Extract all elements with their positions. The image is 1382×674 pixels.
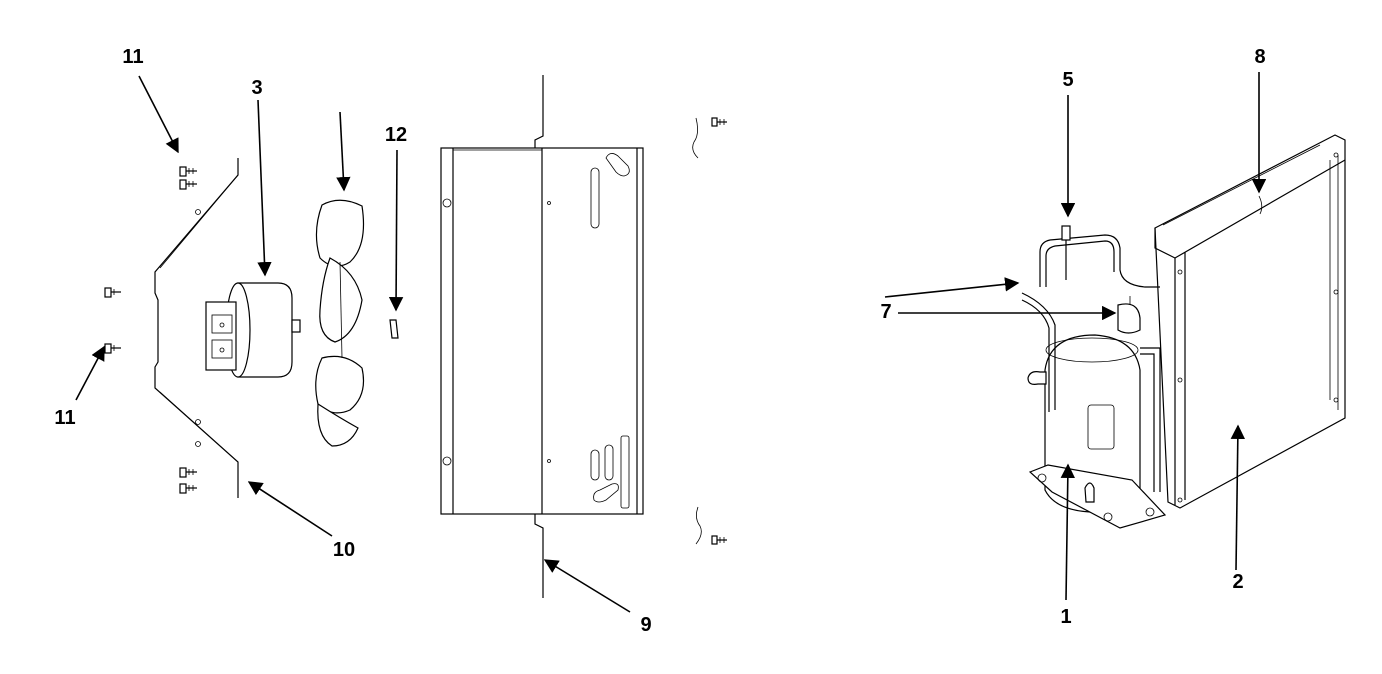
screws bbox=[104, 166, 197, 494]
leader-10 bbox=[247, 481, 333, 537]
callout-3: 3 bbox=[251, 77, 262, 99]
condenser-coil bbox=[1154, 134, 1346, 509]
leader-11-top bbox=[138, 75, 179, 154]
callout-7: 7 bbox=[880, 301, 891, 323]
leader-fan-blade bbox=[336, 111, 351, 192]
fan-blade bbox=[315, 199, 365, 447]
callout-1: 1 bbox=[1060, 606, 1071, 628]
sensor-bulb bbox=[1258, 195, 1263, 215]
leader-7-upper bbox=[884, 277, 1020, 298]
callout-8: 8 bbox=[1254, 46, 1265, 68]
callout-10: 10 bbox=[333, 539, 355, 561]
screw bbox=[104, 343, 121, 354]
screw bbox=[179, 166, 197, 177]
callout-5: 5 bbox=[1062, 69, 1073, 91]
leader-12 bbox=[388, 149, 404, 312]
leader-11-bottom bbox=[75, 345, 105, 401]
panel-hardware bbox=[692, 117, 727, 545]
callout-12: 12 bbox=[385, 124, 407, 146]
leader-3 bbox=[257, 99, 272, 277]
fan-shroud-bracket bbox=[154, 158, 239, 498]
callout-9: 9 bbox=[640, 614, 651, 636]
refrigerant-tubing bbox=[1021, 225, 1161, 492]
callout-2: 2 bbox=[1232, 571, 1243, 593]
leader-2 bbox=[1230, 424, 1246, 571]
leader-9 bbox=[543, 559, 631, 613]
screw bbox=[179, 467, 197, 478]
callout-11-top: 11 bbox=[122, 46, 143, 68]
callout-labels: 11 3 12 11 10 9 5 8 7 1 2 bbox=[54, 46, 1265, 636]
screw bbox=[179, 483, 197, 494]
leader-1 bbox=[1060, 463, 1076, 601]
fan-motor bbox=[205, 282, 301, 378]
callout-11-bottom: 11 bbox=[54, 407, 75, 429]
leader-lines bbox=[75, 72, 1267, 613]
retaining-clip bbox=[389, 319, 399, 339]
screw bbox=[179, 179, 197, 190]
screw bbox=[104, 287, 121, 298]
access-panel bbox=[440, 75, 644, 598]
